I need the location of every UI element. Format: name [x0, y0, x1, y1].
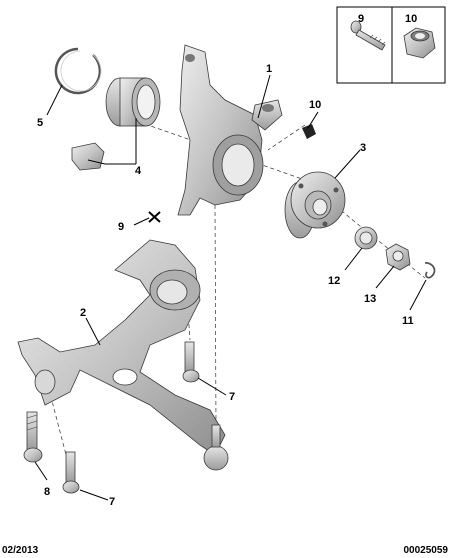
hub-nut-part: [354, 226, 378, 250]
callout-3: 3: [360, 142, 366, 154]
nut-icon: [403, 27, 436, 59]
split-pin-part: [424, 262, 436, 279]
callout-labels: 1 2 3 4 5 7 7 8 9 9 10 10 11 12 13: [37, 13, 417, 508]
inset-panel: [336, 6, 446, 84]
callout-10-inset: 10: [405, 13, 417, 25]
callout-9: 9: [118, 221, 124, 233]
callout-10: 10: [309, 99, 321, 111]
footer-reference: 00025059: [403, 545, 449, 556]
callout-1: 1: [266, 63, 272, 75]
callout-8: 8: [44, 486, 50, 498]
steering-knuckle-part: [177, 44, 283, 216]
bolt-part-lower: [62, 451, 80, 494]
wheel-bearing-part: [105, 77, 161, 127]
footer-date: 02/2013: [2, 545, 39, 556]
callout-7-upper: 7: [229, 391, 235, 403]
bolt-part-upper: [182, 341, 200, 383]
callout-2: 2: [80, 307, 86, 319]
wheel-hub-part: [284, 171, 346, 239]
callout-11: 11: [402, 315, 414, 327]
callout-9-inset: 9: [358, 13, 364, 25]
bearing-seal-part: [71, 142, 105, 171]
callout-5: 5: [37, 117, 43, 129]
castle-nut-part: [385, 243, 411, 271]
nut-part-small: [302, 124, 316, 139]
callout-13: 13: [364, 293, 376, 305]
leader-lines: [34, 74, 427, 501]
callout-12: 12: [328, 275, 340, 287]
callout-4: 4: [135, 165, 142, 177]
bolt-icon: [350, 20, 386, 51]
bolt-mark: [148, 211, 161, 223]
wishbone-arm-part: [17, 239, 229, 471]
callout-7-lower: 7: [109, 496, 115, 508]
bolt-part-8: [23, 411, 43, 463]
circlip-part: [54, 47, 102, 95]
